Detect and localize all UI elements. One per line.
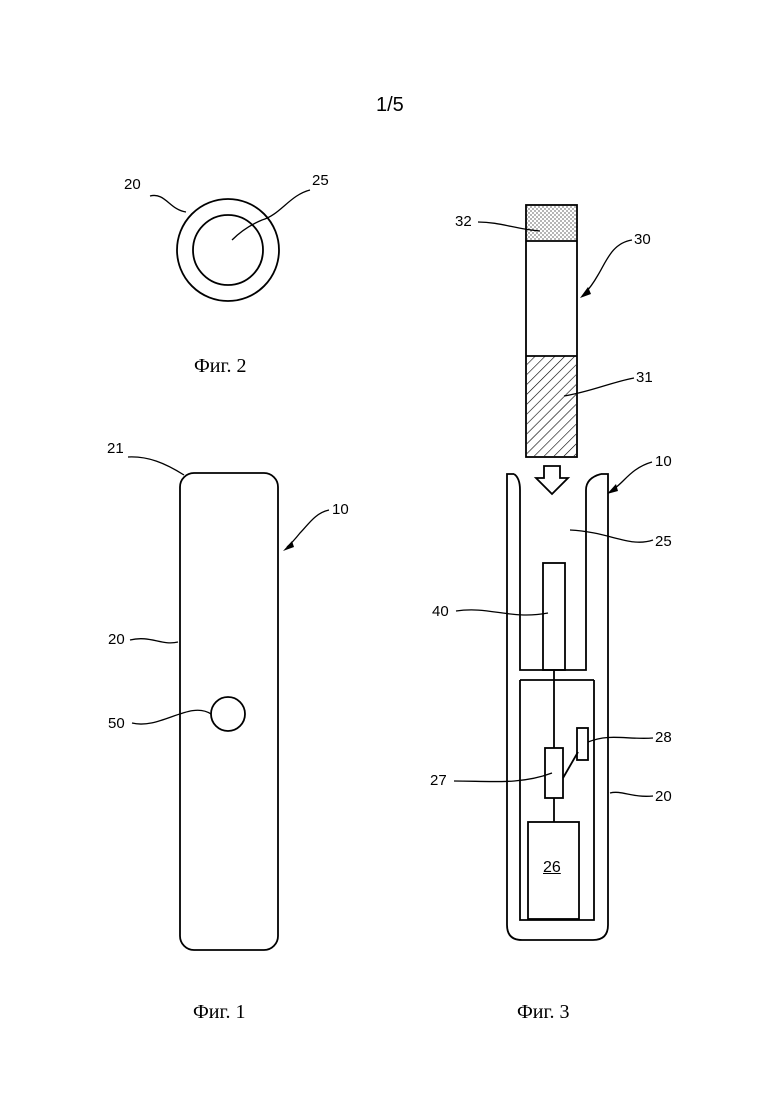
fig3-article-filter-32: [527, 206, 576, 241]
fig2-leader-25: [232, 190, 310, 240]
fig3-insert-arrow: [536, 466, 568, 494]
fig2-ref-25: 25: [312, 173, 329, 188]
fig3-ref-32: 32: [455, 214, 472, 229]
fig3-ref-31: 31: [636, 370, 653, 385]
fig1-ref-21: 21: [107, 441, 124, 456]
fig3-device-cavity-lower: [520, 680, 594, 920]
fig3-device-inner-wall: [514, 474, 601, 670]
fig3-caption: Фиг. 3: [517, 1002, 569, 1022]
fig3-article-substrate-31: [527, 356, 576, 456]
fig1-leader-50: [132, 710, 211, 724]
fig3-leader-28: [588, 737, 653, 742]
fig3-wire-sensor: [563, 752, 578, 778]
fig2-ref-20: 20: [124, 177, 141, 192]
fig3-heater-40: [543, 563, 565, 670]
fig1-ref-50: 50: [108, 716, 125, 731]
fig1-leader-10: [287, 510, 329, 547]
fig3-ref-30: 30: [634, 232, 651, 247]
fig3-leader-10: [612, 462, 652, 490]
fig3-ref-26: 26: [543, 860, 561, 876]
fig2-leader-20: [150, 195, 186, 212]
fig2-drawing: [150, 190, 310, 301]
fig3-ref-10: 10: [655, 454, 672, 469]
page-number: 1/5: [376, 95, 404, 115]
fig3-ref-25: 25: [655, 534, 672, 549]
fig3-ref-40: 40: [432, 604, 449, 619]
fig1-drawing: [128, 457, 329, 950]
fig1-ref-20: 20: [108, 632, 125, 647]
fig3-leader-25: [570, 530, 653, 542]
fig1-arrowhead-10: [283, 541, 294, 551]
fig3-controller-27: [545, 748, 563, 798]
fig2-inner-cavity: [193, 215, 263, 285]
fig3-leader-30: [585, 240, 632, 293]
fig3-ref-20: 20: [655, 789, 672, 804]
fig3-sensor-28: [577, 728, 588, 760]
fig1-button: [211, 697, 245, 731]
fig2-caption: Фиг. 2: [194, 356, 246, 376]
fig3-drawing: [454, 205, 653, 940]
fig1-device-body: [180, 473, 278, 950]
fig3-ref-28: 28: [655, 730, 672, 745]
fig3-ref-27: 27: [430, 773, 447, 788]
fig1-caption: Фиг. 1: [193, 1002, 245, 1022]
fig1-leader-20: [130, 639, 178, 643]
fig1-ref-10: 10: [332, 502, 349, 517]
fig3-leader-27: [454, 773, 552, 782]
fig1-leader-21: [128, 457, 184, 475]
fig3-leader-40: [456, 610, 548, 615]
fig3-leader-20: [610, 792, 653, 796]
